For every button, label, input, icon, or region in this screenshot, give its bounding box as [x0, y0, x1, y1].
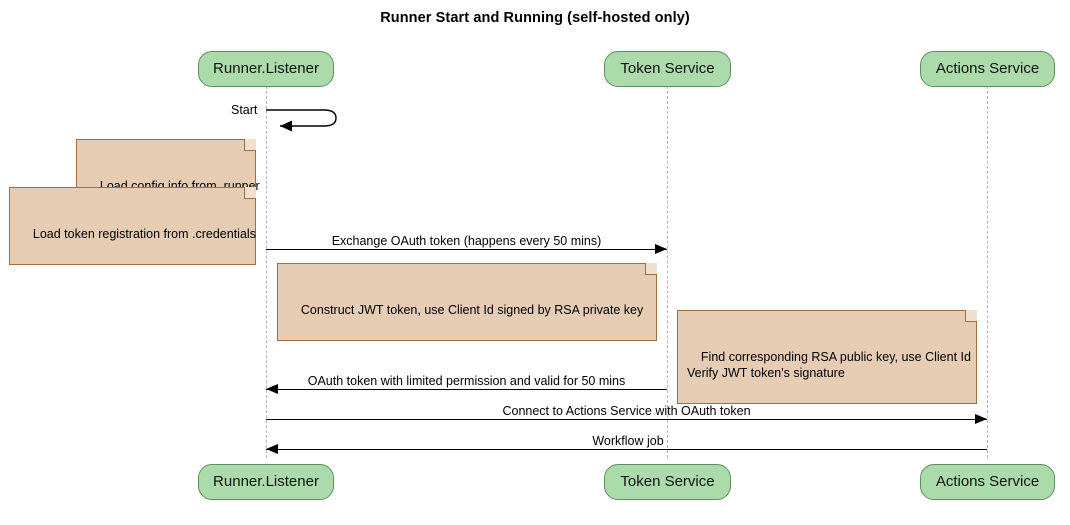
note-fold-icon: [645, 263, 657, 275]
arrowhead-left-icon: [266, 383, 278, 394]
participant-token-service-bottom[interactable]: Token Service: [604, 464, 731, 500]
note-fold-icon: [244, 139, 256, 151]
diagram-title: Runner Start and Running (self-hosted on…: [380, 10, 690, 26]
arrowhead-right-icon: [655, 243, 667, 254]
note-text: Find corresponding RSA public key, use C…: [687, 350, 971, 380]
participant-label: Actions Service: [935, 60, 1040, 77]
participant-label: Token Service: [620, 60, 715, 77]
participant-label: Token Service: [620, 473, 715, 490]
note-text: Construct JWT token, use Client Id signe…: [300, 303, 644, 317]
participant-label: Runner.Listener: [213, 60, 319, 77]
message-line-connect-actions: [266, 419, 987, 420]
message-line-exchange-oauth: [266, 249, 667, 250]
participant-label: Actions Service: [935, 473, 1040, 490]
self-message-label-start: Start: [231, 103, 258, 117]
message-line-workflow-job: [266, 449, 987, 450]
note-load-token-registration: Load token registration from .credential…: [9, 187, 256, 265]
participant-token-service-top[interactable]: Token Service: [604, 51, 731, 87]
note-fold-icon: [965, 310, 977, 322]
lifeline-runner: [266, 86, 267, 458]
participant-actions-service-bottom[interactable]: Actions Service: [920, 464, 1055, 500]
lifeline-token: [667, 86, 668, 458]
note-text: Load token registration from .credential…: [32, 227, 256, 241]
message-label-exchange-oauth: Exchange OAuth token (happens every 50 m…: [331, 234, 602, 248]
message-label-oauth-token: OAuth token with limited permission and …: [307, 374, 626, 388]
message-label-workflow-job: Workflow job: [592, 434, 664, 448]
lifeline-actions: [987, 86, 988, 458]
participant-runner-listener-top[interactable]: Runner.Listener: [198, 51, 334, 87]
participant-actions-service-top[interactable]: Actions Service: [920, 51, 1055, 87]
arrowhead-right-icon: [975, 413, 987, 424]
participant-runner-listener-bottom[interactable]: Runner.Listener: [198, 464, 334, 500]
note-verify-jwt: Find corresponding RSA public key, use C…: [677, 310, 977, 404]
arrowhead-left-icon: [266, 443, 278, 454]
self-message-start: [266, 104, 346, 134]
participant-label: Runner.Listener: [213, 473, 319, 490]
note-fold-icon: [244, 187, 256, 199]
message-label-connect-actions: Connect to Actions Service with OAuth to…: [502, 404, 751, 418]
message-line-oauth-token: [266, 389, 667, 390]
note-construct-jwt: Construct JWT token, use Client Id signe…: [277, 263, 657, 341]
